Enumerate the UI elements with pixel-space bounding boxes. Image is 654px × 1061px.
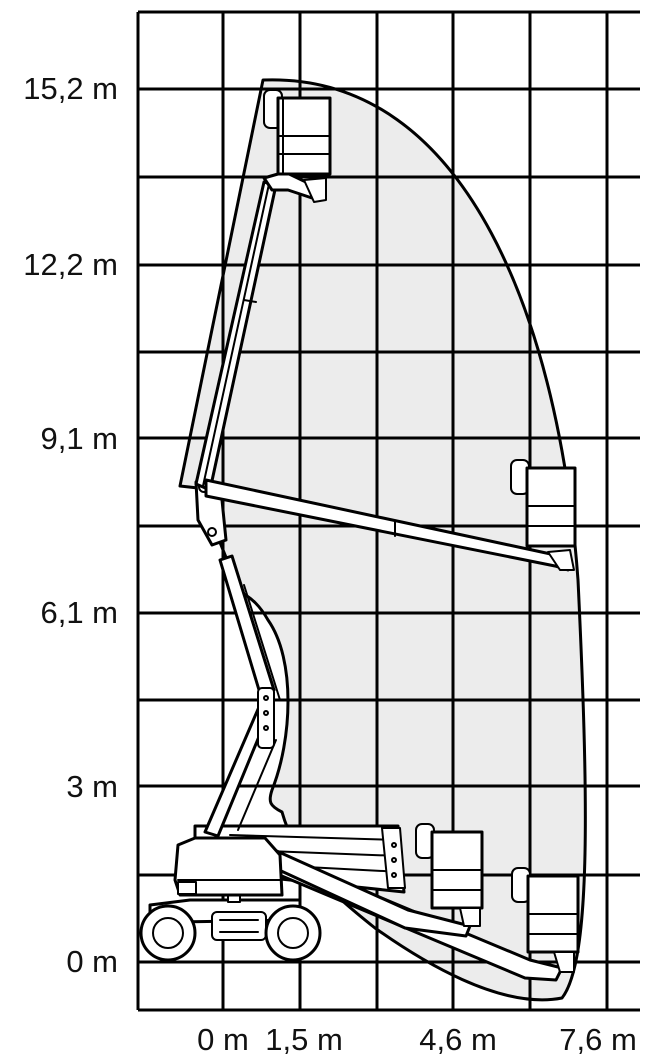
x-label-1-5: 1,5 m: [265, 1022, 343, 1057]
y-label-6-1: 6,1 m: [40, 595, 118, 630]
y-label-9-1: 9,1 m: [40, 421, 118, 456]
y-label-12-2: 12,2 m: [23, 247, 118, 282]
platform-top: [263, 89, 332, 176]
x-label-0: 0 m: [197, 1022, 249, 1057]
wheel-rear: [264, 904, 322, 962]
x-label-4-6: 4,6 m: [419, 1022, 497, 1057]
platform-bottom-mid: [415, 823, 484, 927]
wheel-front: [139, 904, 197, 962]
turntable: [173, 836, 284, 897]
y-axis-labels: 15,2 m 12,2 m 9,1 m 6,1 m 3 m 0 m: [23, 71, 118, 979]
x-label-7-6: 7,6 m: [559, 1022, 637, 1057]
platform-right-mid: [510, 459, 577, 548]
x-axis-labels: 0 m 1,5 m 4,6 m 7,6 m: [197, 1022, 637, 1057]
lower-boom-raised: [203, 554, 281, 838]
reach-envelope-outline: [178, 78, 587, 1002]
boom-lift-machine: [139, 170, 575, 982]
upper-boom-horizontal: [204, 478, 575, 572]
reach-envelope: [180, 79, 586, 1000]
platform-bottom-right: [511, 867, 580, 973]
y-label-15-2: 15,2 m: [23, 71, 118, 106]
y-label-0: 0 m: [66, 944, 118, 979]
y-label-3: 3 m: [66, 769, 118, 804]
